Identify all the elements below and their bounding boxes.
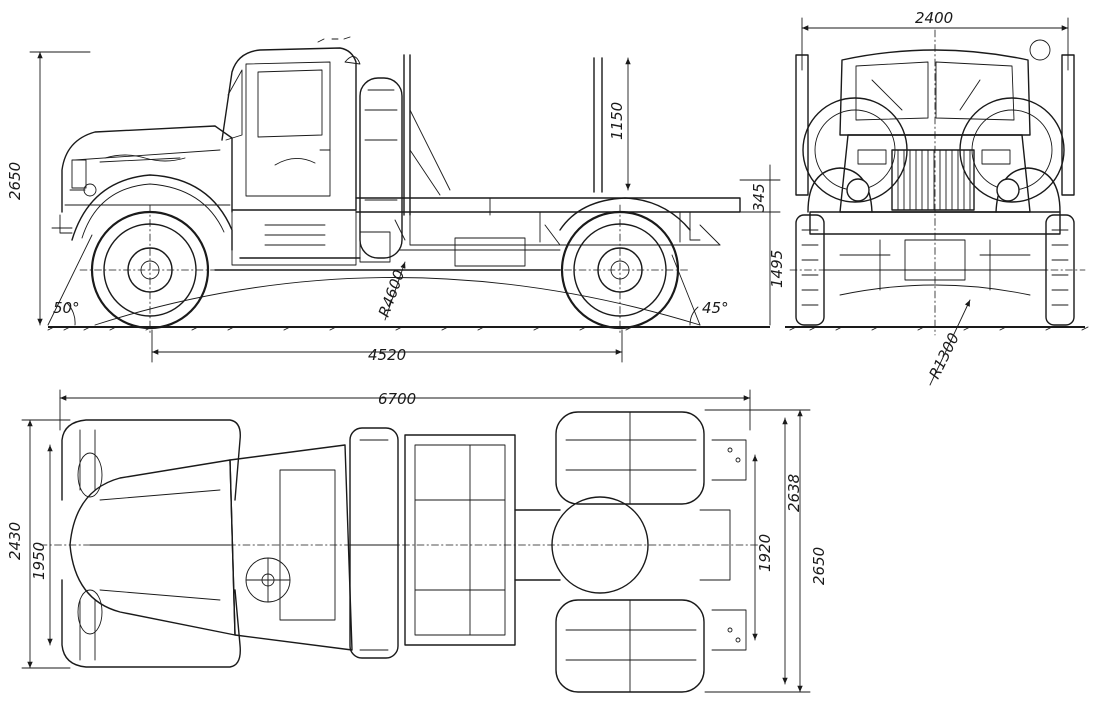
dim-wheelbase: 4520	[368, 346, 406, 364]
hood	[61, 125, 233, 213]
headlight-left	[846, 178, 870, 202]
spare-tire	[359, 77, 403, 259]
stake-post-rear	[593, 57, 603, 193]
top-frame-rails	[514, 509, 561, 581]
dim-front-width: 2400	[915, 9, 953, 27]
dim-top-rear-track: 1920	[756, 534, 774, 572]
side-view: 2650 4520 1150 345 1495 R4600 50° 45°	[6, 36, 786, 364]
platform	[355, 197, 741, 213]
dim-frame-height: 1495	[768, 250, 786, 288]
dim-stake-height: 1150	[608, 102, 626, 140]
dim-side-height: 2650	[6, 162, 24, 200]
angle-rear: 45°	[702, 299, 729, 317]
dim-top-total-width: 2650	[810, 547, 828, 585]
cab-window	[257, 69, 323, 138]
top-cab-roof	[229, 444, 353, 651]
radius-arc	[94, 277, 701, 326]
angle-front: 50°	[53, 299, 80, 317]
cab	[221, 47, 357, 211]
top-front-left-fender	[61, 419, 241, 501]
top-spare-tires	[349, 427, 399, 659]
top-front-right-fender	[61, 579, 241, 668]
front-fender	[71, 174, 233, 251]
radiator-grille	[891, 149, 975, 211]
top-view: 6700	[6, 389, 828, 693]
windshield	[855, 61, 1015, 121]
stake-post-front	[403, 54, 411, 216]
cab-door	[245, 61, 331, 197]
front-view: 2400 R1300	[785, 9, 1089, 386]
top-platform	[404, 434, 516, 646]
right-side-board	[1061, 54, 1075, 196]
dim-top-front-track: 1950	[30, 542, 48, 580]
dim-platform: 345	[750, 183, 768, 212]
dim-top-rear-width: 2638	[785, 474, 803, 512]
headlight-right	[996, 178, 1020, 202]
rear-fender	[559, 197, 691, 231]
chassis-frame	[214, 257, 561, 271]
front-cab	[839, 49, 1031, 136]
dim-radius-front: R1300	[925, 330, 962, 382]
dim-top-length: 6700	[378, 390, 416, 408]
dim-radius-side: R4600	[375, 268, 409, 320]
dim-top-front-width: 2430	[6, 522, 24, 560]
left-side-board	[795, 54, 809, 196]
front-wheel	[79, 204, 221, 336]
